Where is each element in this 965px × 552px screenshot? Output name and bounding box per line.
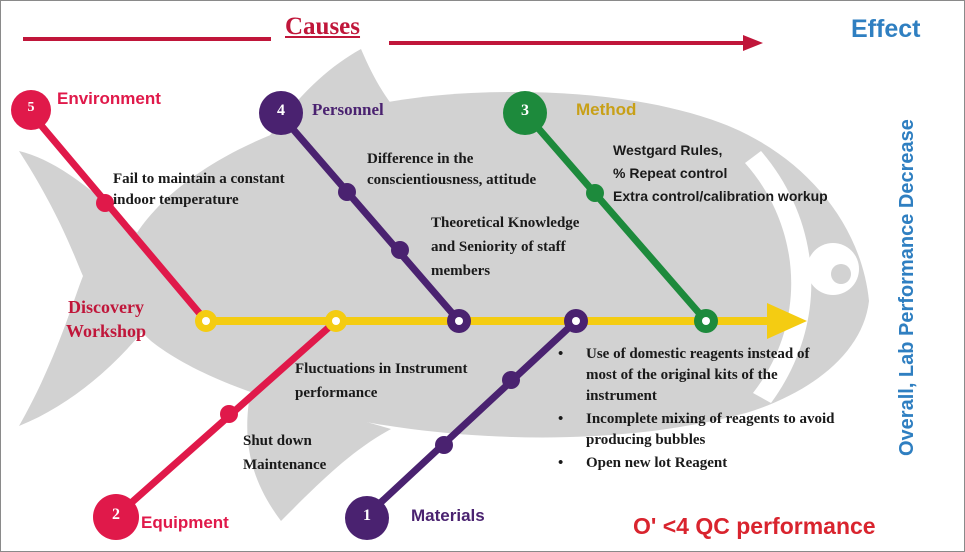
category-circle-5 [11, 90, 51, 130]
fish-pupil [831, 264, 851, 284]
effect-vertical-label: Overall, Lab Performance Decrease [896, 119, 918, 456]
category-circle-1 [345, 496, 389, 540]
discovery-workshop-label: Discovery Workshop [65, 297, 147, 341]
category-circle-4 [259, 91, 303, 135]
method-bone [521, 109, 710, 325]
fish-bottom-fin [247, 389, 391, 521]
environment-bone [25, 107, 210, 325]
materials-cause-item: • Incomplete mixing of reagents to avoid… [558, 411, 835, 448]
personnel-bone [275, 109, 463, 325]
fish-tail [19, 151, 171, 426]
category-label-method: Method [576, 100, 637, 119]
category-circle-2 [93, 494, 139, 540]
materials-cause-dot [435, 436, 453, 454]
method-causes: Westgard Rules, % Repeat control Extra c… [613, 142, 828, 204]
category-label-materials: Materials [411, 506, 485, 525]
materials-bone [359, 317, 580, 523]
materials-cause-item: • Use of domestic reagents instead of mo… [558, 346, 810, 404]
environment-cause: Fail to maintain a constant indoor tempe… [113, 171, 285, 208]
personnel-cause-2: Theoretical Knowledge and Seniority of s… [431, 215, 580, 279]
equipment-cause-2: Shut down Maintenance [243, 433, 327, 473]
causes-title: Causes [285, 13, 361, 40]
personnel-cause-1: Difference in the conscientiousness, att… [367, 151, 537, 188]
fish-top-fin [241, 49, 431, 181]
materials-cause-item: • Open new lot Reagent [558, 455, 728, 471]
equipment-cause-dot [220, 405, 238, 423]
effect-title: Effect [851, 15, 921, 43]
category-number-4: 4 [277, 102, 285, 119]
category-circle-3 [503, 91, 547, 135]
category-label-personnel: Personnel [312, 100, 384, 119]
category-number-2: 2 [112, 506, 120, 523]
qc-performance-label: O' <4 QC performance [633, 513, 876, 539]
environment-cause-dot [96, 194, 114, 212]
equipment-cause-1: Fluctuations in Instrument performance [295, 361, 468, 401]
category-number-1: 1 [363, 507, 371, 524]
personnel-cause-dot [338, 183, 356, 201]
causes-arrowhead [743, 35, 763, 51]
spine-arrowhead [767, 303, 807, 339]
materials-causes: • Use of domestic reagents instead of mo… [558, 344, 888, 476]
personnel-cause-dot [391, 241, 409, 259]
category-number-5: 5 [27, 100, 35, 115]
category-number-3: 3 [521, 102, 529, 119]
method-cause-dot [586, 184, 604, 202]
materials-cause-dot [502, 371, 520, 389]
category-label-environment: Environment [57, 89, 161, 108]
category-label-equipment: Equipment [141, 513, 229, 532]
fish-gill [745, 151, 812, 403]
